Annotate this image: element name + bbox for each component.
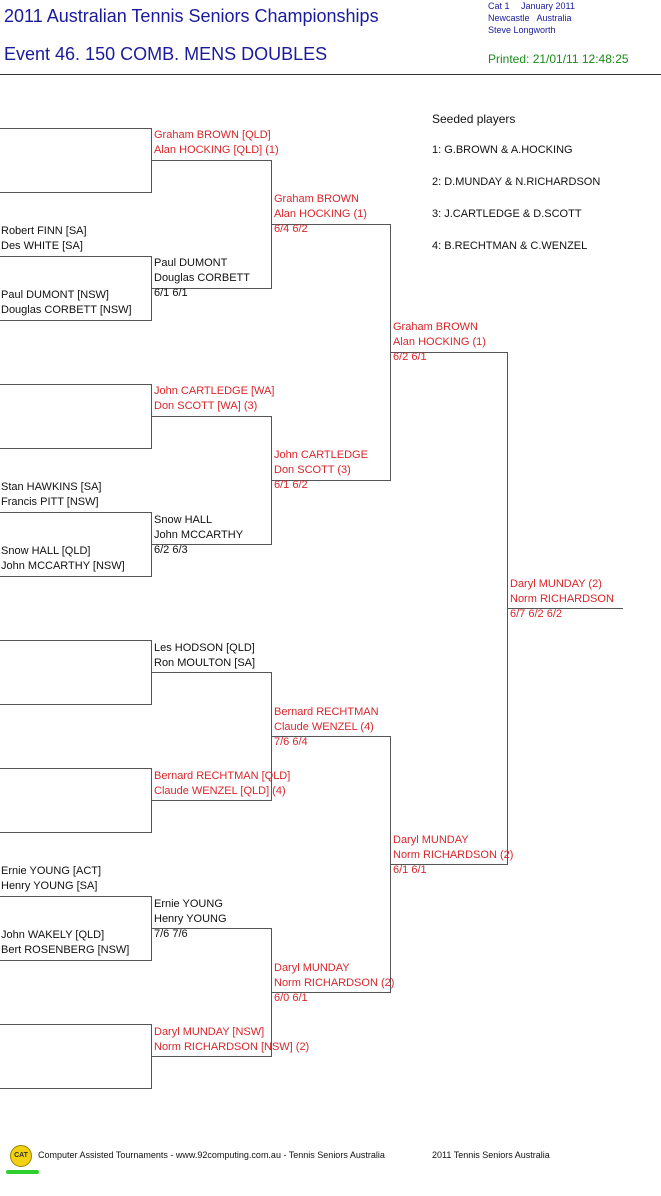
seed-item: 4: B.RECHTMAN & C.WENZEL [432, 240, 588, 252]
round2-player: Don SCOTT [WA] (3) [154, 400, 258, 412]
event-title: Event 46. 150 COMB. MENS DOUBLES [4, 44, 328, 64]
round2-player: Snow HALL [154, 514, 213, 526]
seeded-players-heading: Seeded players [432, 112, 516, 126]
header-divider [0, 74, 661, 75]
quarterfinal-player: Don SCOTT (3) [274, 464, 351, 476]
round2-player: Les HODSON [QLD] [154, 642, 255, 654]
seed-item: 1: G.BROWN & A.HOCKING [432, 144, 573, 156]
round2-player: Douglas CORBETT [154, 272, 250, 284]
cat-logo-icon: CAT [10, 1145, 32, 1167]
round1-player: John MCCARTHY [NSW] [1, 560, 125, 572]
round2-score: 6/2 6/3 [154, 544, 188, 556]
quarterfinal-score: 7/6 6/4 [274, 736, 308, 748]
round2-player: Ron MOULTON [SA] [154, 657, 256, 669]
round2-player: Graham BROWN [QLD] [154, 129, 271, 141]
seed-item: 3: J.CARTLEDGE & D.SCOTT [432, 208, 582, 220]
final-winner-player: Norm RICHARDSON [510, 593, 614, 605]
round1-player: Bert ROSENBERG [NSW] [1, 944, 130, 956]
round1-player: Snow HALL [QLD] [1, 545, 91, 557]
round2-player: John MCCARTHY [154, 529, 244, 541]
round2-player: Paul DUMONT [154, 257, 228, 269]
semifinal-score: 6/2 6/1 [393, 351, 427, 363]
semifinal-player: Alan HOCKING (1) [393, 336, 486, 348]
round2-score: 6/1 6/1 [154, 287, 188, 299]
round2-score: 7/6 7/6 [154, 928, 188, 940]
quarterfinal-score: 6/4 6/2 [274, 223, 308, 235]
quarterfinal-player: Alan HOCKING (1) [274, 208, 367, 220]
round2-player: Norm RICHARDSON [NSW] (2) [154, 1041, 310, 1053]
logo-underline [6, 1170, 39, 1174]
quarterfinal-player: Bernard RECHTMAN [274, 706, 379, 718]
round1-player: Henry YOUNG [SA] [1, 880, 98, 892]
round1-player: Robert FINN [SA] [1, 225, 87, 237]
round2-player: Henry YOUNG [154, 913, 227, 925]
semifinal-player: Graham BROWN [393, 321, 478, 333]
round2-player: Alan HOCKING [QLD] (1) [154, 144, 279, 156]
round2-player: Bernard RECHTMAN [QLD] [154, 770, 291, 782]
footer-credit: Computer Assisted Tournaments - www.92co… [38, 1150, 385, 1160]
round1-player: Paul DUMONT [NSW] [1, 289, 109, 301]
semifinal-player: Norm RICHARDSON (2) [393, 849, 514, 861]
location-label: Newcastle Australia [488, 13, 572, 23]
quarterfinal-player: Daryl MUNDAY [274, 962, 350, 974]
final-winner-player: Daryl MUNDAY (2) [510, 578, 602, 590]
round1-player: Douglas CORBETT [NSW] [1, 304, 132, 316]
quarterfinal-score: 6/1 6/2 [274, 479, 308, 491]
round1-player: Ernie YOUNG [ACT] [1, 865, 102, 877]
round2-player: Daryl MUNDAY [NSW] [154, 1026, 265, 1038]
date-label: January 2011 [521, 1, 575, 11]
referee-label: Steve Longworth [488, 25, 556, 35]
quarterfinal-player: Claude WENZEL (4) [274, 721, 374, 733]
footer-copyright: 2011 Tennis Seniors Australia [432, 1150, 550, 1160]
quarterfinal-player: Norm RICHARDSON (2) [274, 977, 395, 989]
quarterfinal-player: Graham BROWN [274, 193, 359, 205]
semifinal-player: Daryl MUNDAY [393, 834, 469, 846]
final-score: 6/7 6/2 6/2 [510, 608, 562, 620]
round1-player: Francis PITT [NSW] [1, 496, 99, 508]
category-label: Cat 1 [488, 1, 510, 11]
round2-player: Ernie YOUNG [154, 898, 223, 910]
round1-player: Stan HAWKINS [SA] [1, 481, 102, 493]
quarterfinal-score: 6/0 6/1 [274, 992, 308, 1004]
seed-item: 2: D.MUNDAY & N.RICHARDSON [432, 176, 601, 188]
tournament-title: 2011 Australian Tennis Seniors Champions… [4, 6, 379, 26]
round1-player: Des WHITE [SA] [1, 240, 83, 252]
printed-timestamp: Printed: 21/01/11 12:48:25 [488, 52, 629, 66]
semifinal-score: 6/1 6/1 [393, 864, 427, 876]
round2-player: Claude WENZEL [QLD] (4) [154, 785, 286, 797]
round1-player: John WAKELY [QLD] [1, 929, 105, 941]
quarterfinal-player: John CARTLEDGE [274, 449, 368, 461]
round2-player: John CARTLEDGE [WA] [154, 385, 275, 397]
